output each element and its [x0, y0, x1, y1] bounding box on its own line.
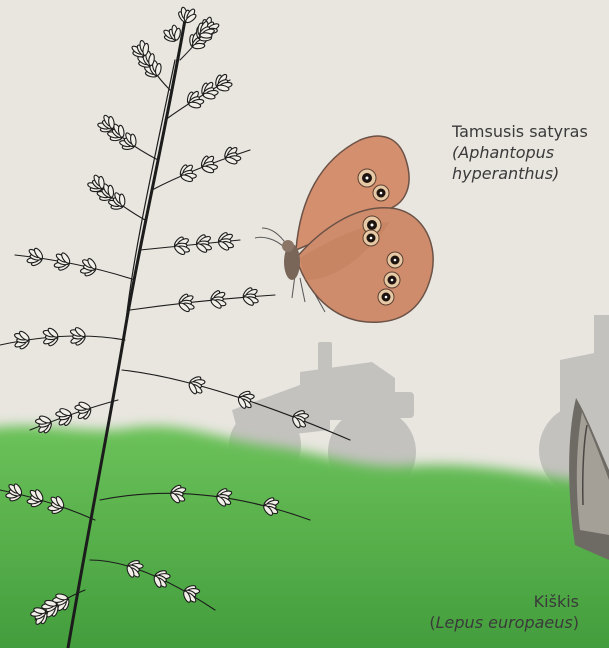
- hare-label: Kiškis (Lepus europaeus): [379, 591, 579, 633]
- butterfly-eyespots: [357, 168, 404, 306]
- hare-latin-close: ): [572, 613, 579, 632]
- hare-latin-open: (: [429, 613, 436, 632]
- hare-latin-name: (Lepus europaeus): [379, 612, 579, 633]
- butterfly-common-name: Tamsusis satyras: [452, 122, 588, 141]
- grass-meadow: [0, 425, 609, 648]
- hare-latin-text: Lepus europaeus: [435, 613, 573, 632]
- hare-common-name: Kiškis: [533, 592, 579, 611]
- butterfly-latin-name-line2: hyperanthus): [452, 164, 560, 183]
- butterfly-label: Tamsusis satyras (Aphantopus hyperanthus…: [452, 121, 602, 184]
- butterfly-latin-name-line1: (Aphantopus: [452, 143, 555, 162]
